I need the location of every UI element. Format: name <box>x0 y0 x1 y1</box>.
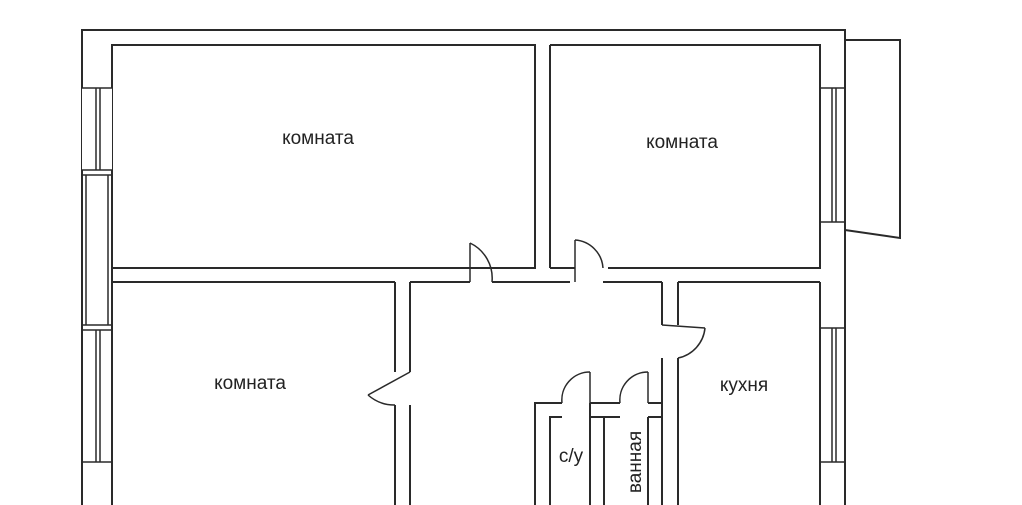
room-label-toilet: с/у <box>559 446 584 467</box>
door-bathroom <box>619 371 649 404</box>
left-window-balcony-door <box>82 174 112 326</box>
right-window-bottom <box>820 327 845 463</box>
door-kitchen <box>661 324 706 359</box>
room-label-kitchen: кухня <box>720 375 768 396</box>
room-label-bathroom: ванная <box>625 431 646 493</box>
left-window-top <box>82 87 112 171</box>
left-window-bottom <box>82 329 112 463</box>
room-label-bottom-left: комната <box>214 373 286 394</box>
interior-walls <box>394 45 820 505</box>
room-label-top-right: комната <box>646 132 718 153</box>
room-label-top-left: комната <box>282 128 354 149</box>
door-top-right-room <box>574 239 604 282</box>
door-top-left-room <box>469 242 493 283</box>
outer-walls <box>81 29 846 505</box>
right-window-top <box>820 87 845 223</box>
balcony <box>844 39 901 240</box>
door-bottom-left-room <box>367 371 411 406</box>
door-toilet <box>561 371 591 404</box>
